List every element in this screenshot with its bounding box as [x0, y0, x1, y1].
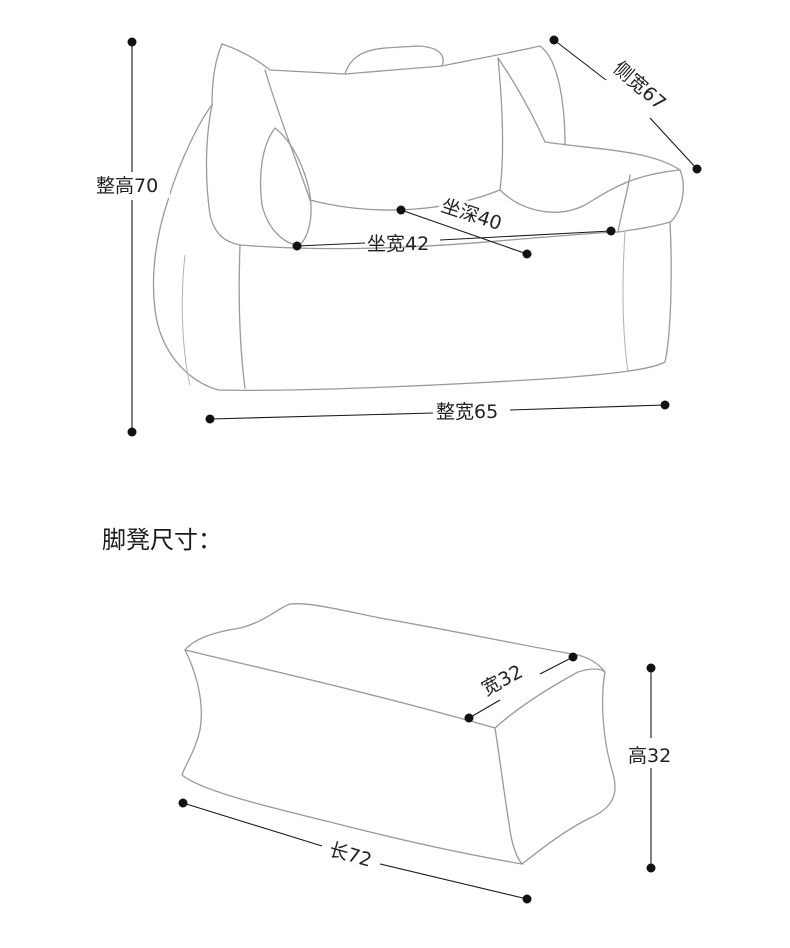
label-seat-depth: 坐深40	[438, 195, 504, 235]
label-stool-height: 高32	[628, 745, 671, 767]
dimension-total-width: 整宽65	[205, 400, 670, 424]
dimension-stool-height: 高32	[628, 663, 671, 873]
dimension-total-height: 整高70	[94, 37, 170, 437]
dimension-endpoint-dot	[127, 427, 137, 437]
dimension-endpoint-dot	[660, 400, 670, 410]
dimension-endpoint-dot	[292, 241, 302, 251]
footstool-drawing	[181, 603, 616, 865]
dimension-endpoint-dot	[692, 164, 702, 174]
label-stool-width: 宽32	[478, 661, 526, 701]
dimension-seat-width: 坐宽42	[292, 226, 616, 255]
dimension-endpoint-dot	[606, 226, 616, 236]
dimension-endpoint-dot	[178, 798, 188, 808]
dimension-endpoint-dot	[127, 37, 137, 47]
dimension-endpoint-dot	[396, 205, 406, 215]
dimension-side-width: 侧宽67	[549, 35, 702, 174]
dimension-endpoint-dot	[646, 863, 656, 873]
dimension-stool-length: 长72	[178, 798, 532, 904]
label-total-width: 整宽65	[436, 401, 498, 423]
label-side-width: 侧宽67	[609, 57, 670, 114]
dimension-endpoint-dot	[646, 663, 656, 673]
footstool-heading: 脚凳尺寸：	[102, 526, 222, 554]
label-seat-width: 坐宽42	[367, 233, 429, 255]
dimension-endpoint-dot	[522, 249, 532, 259]
sofa-drawing	[152, 43, 684, 391]
dimension-endpoint-dot	[464, 713, 474, 723]
label-total-height: 整高70	[96, 175, 158, 197]
dimension-endpoint-dot	[522, 894, 532, 904]
label-stool-length: 长72	[327, 839, 375, 872]
dimension-endpoint-dot	[549, 35, 559, 45]
dimension-endpoint-dot	[205, 414, 215, 424]
dimension-endpoint-dot	[568, 652, 578, 662]
dimension-stool-width: 宽32	[464, 652, 578, 723]
